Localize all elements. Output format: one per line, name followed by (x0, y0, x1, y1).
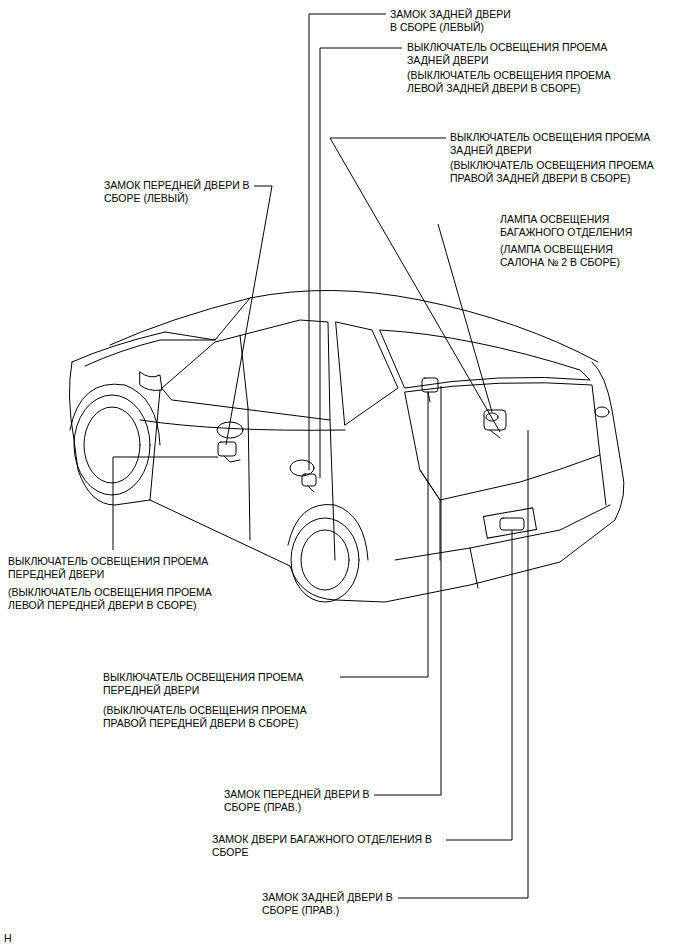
part-label: (ЛАМПА ОСВЕЩЕНИЯ САЛОНА № 2 В СБОРЕ) (500, 243, 655, 269)
part-label: ЗАМОК ЗАДНЕЙ ДВЕРИ В СБОРЕ (ЛЕВЫЙ) (390, 8, 518, 34)
figure-code: H (4, 932, 12, 945)
part-label: ВЫКЛЮЧАТЕЛЬ ОСВЕЩЕНИЯ ПРОЕМА ПЕРЕДНЕЙ ДВ… (103, 671, 325, 697)
part-label: ЗАМОК ЗАДНЕЙ ДВЕРИ В СБОРЕ (ПРАВ.) (262, 891, 394, 917)
part-label: ВЫКЛЮЧАТЕЛЬ ОСВЕЩЕНИЯ ПРОЕМА ЗАДНЕЙ ДВЕР… (407, 41, 627, 67)
part-label: (ВЫКЛЮЧАТЕЛЬ ОСВЕЩЕНИЯ ПРОЕМА ЛЕВОЙ ПЕРЕ… (8, 586, 243, 612)
part-label: ЛАМПА ОСВЕЩЕНИЯ БАГАЖНОГО ОТДЕЛЕНИЯ (500, 213, 660, 239)
part-label: ЗАМОК ДВЕРИ БАГАЖНОГО ОТДЕЛЕНИЯ В СБОРЕ (212, 833, 434, 859)
part-label: ЗАМОК ПЕРЕДНЕЙ ДВЕРИ В СБОРЕ (ЛЕВЫЙ) (104, 179, 250, 205)
part-label: ВЫКЛЮЧАТЕЛЬ ОСВЕЩЕНИЯ ПРОЕМА ЗАДНЕЙ ДВЕР… (450, 131, 670, 157)
part-label: (ВЫКЛЮЧАТЕЛЬ ОСВЕЩЕНИЯ ПРОЕМА ПРАВОЙ ПЕР… (103, 704, 343, 730)
part-label: ЗАМОК ПЕРЕДНЕЙ ДВЕРИ В СБОРЕ (ПРАВ.) (224, 788, 370, 814)
part-label: ВЫКЛЮЧАТЕЛЬ ОСВЕЩЕНИЯ ПРОЕМА ПЕРЕДНЕЙ ДВ… (8, 555, 230, 581)
part-label: (ВЫКЛЮЧАТЕЛЬ ОСВЕЩЕНИЯ ПРОЕМА ПРАВОЙ ЗАД… (450, 159, 675, 185)
part-label: (ВЫКЛЮЧАТЕЛЬ ОСВЕЩЕНИЯ ПРОЕМА ЛЕВОЙ ЗАДН… (407, 69, 632, 95)
